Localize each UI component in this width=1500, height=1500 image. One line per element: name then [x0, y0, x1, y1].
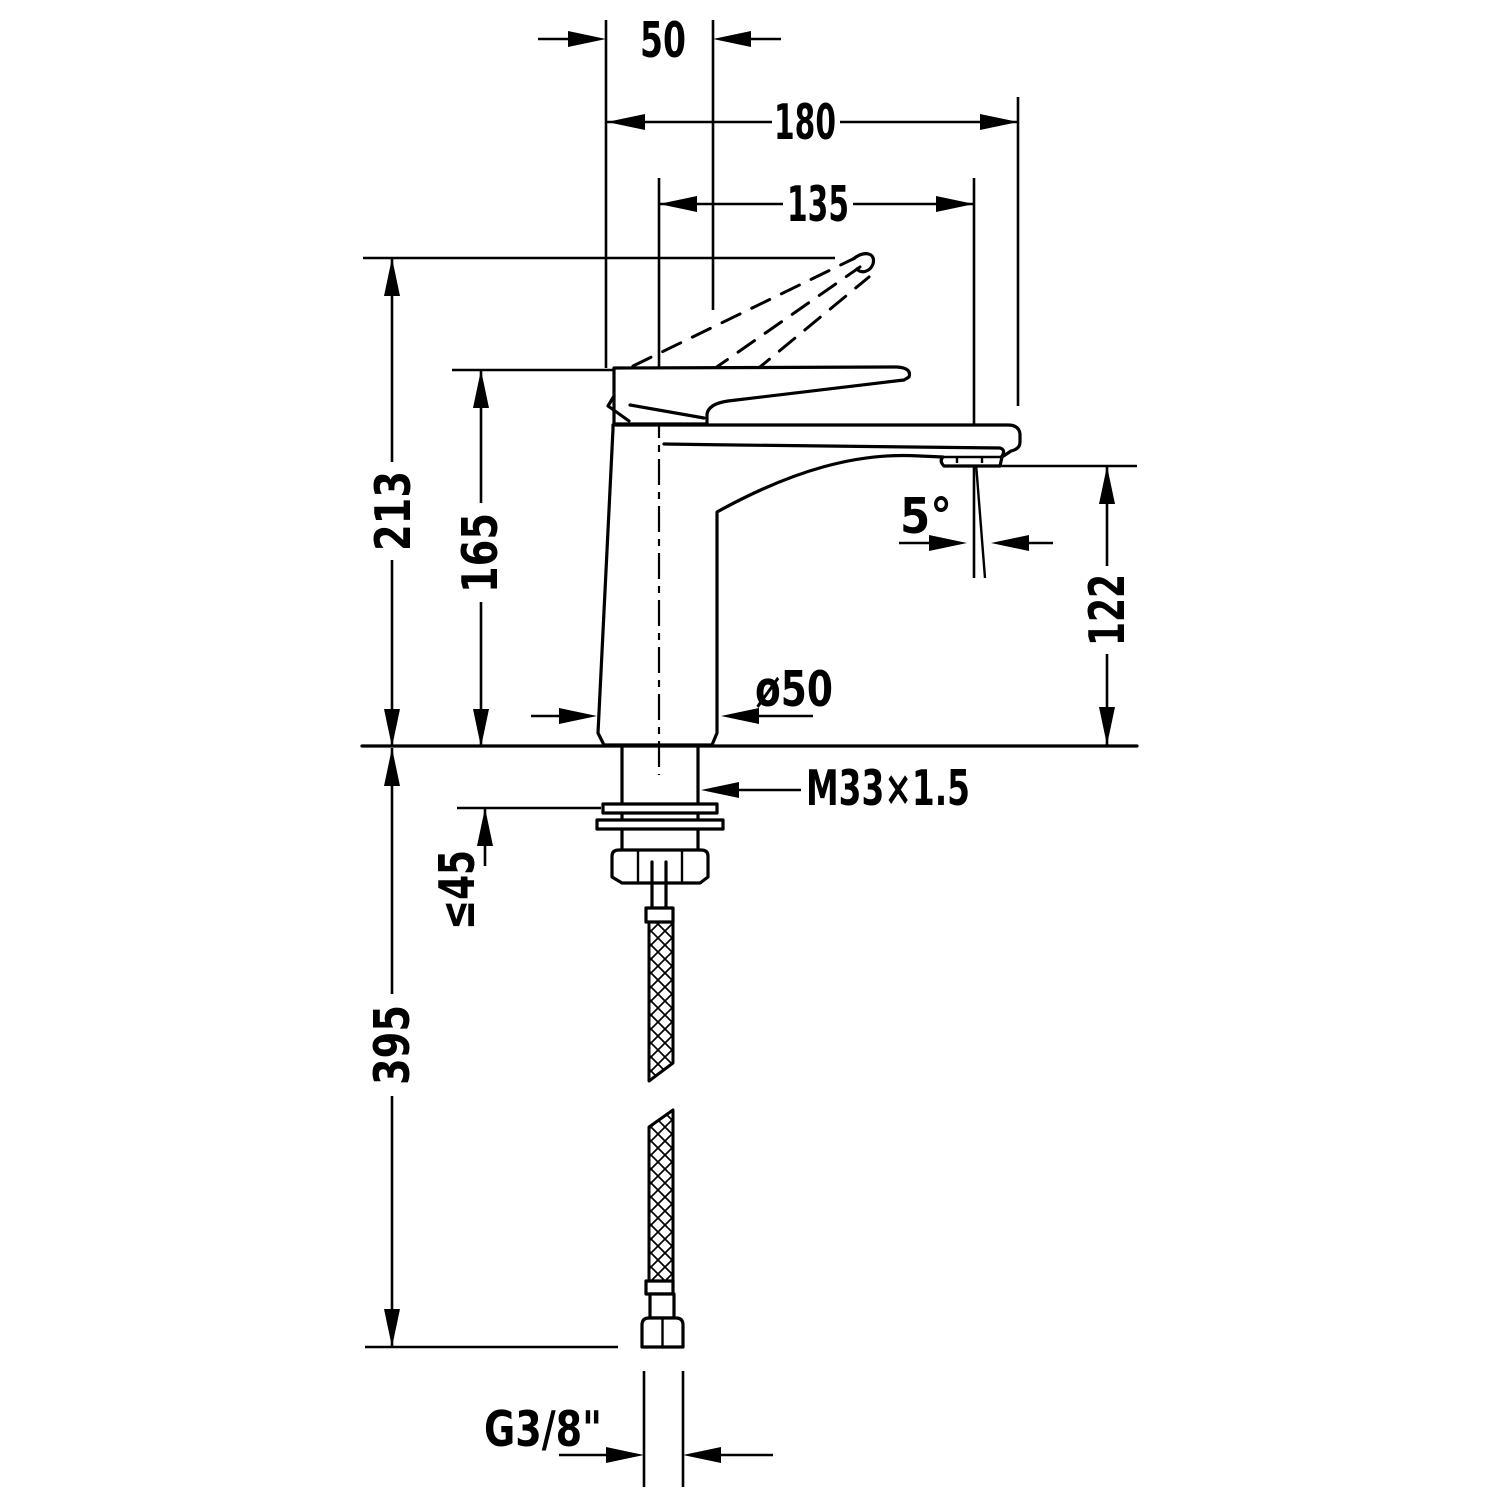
dim-122-label: 122 [1079, 574, 1136, 646]
supply-hose-lower [647, 1108, 675, 1283]
dim-5deg-label: 5° [900, 488, 952, 545]
lever-handle [612, 365, 912, 426]
dim-213-label: 213 [365, 471, 422, 551]
hose-neck [648, 1292, 676, 1320]
head-front-notch [606, 394, 631, 423]
dim-m33-label: M33×1.5 [806, 760, 970, 817]
extension-lines [363, 20, 1137, 1487]
faucet [360, 365, 1139, 1349]
dim-135-label: 135 [787, 176, 849, 233]
hose-collar-bottom [644, 1279, 675, 1296]
washer-lower [595, 818, 725, 831]
supply-hose-upper [647, 920, 675, 1083]
supply-pipe-stem [650, 860, 668, 910]
dim-395-label: 395 [364, 1005, 421, 1085]
mounting-nut [610, 848, 710, 885]
faucet-body [596, 423, 1022, 747]
spout-inner-edge [662, 442, 1006, 458]
dim-165-label: 165 [452, 513, 509, 593]
dim-180-label: 180 [774, 94, 836, 151]
hose-collar-top [644, 906, 675, 924]
dimension-labels: 50 180 135 213 165 122 5° ø50 M33×1.5 ≤4… [364, 12, 1136, 1458]
head-shoulder [628, 403, 706, 420]
dim-dia50-label: ø50 [755, 661, 833, 718]
aerator-icon [943, 455, 1002, 463]
dimension-lines [384, 31, 1115, 1463]
dim-g38-label: G3/8" [484, 1401, 602, 1458]
washer-upper [601, 802, 719, 815]
dim-45-label: ≤45 [429, 850, 486, 930]
lever-tip-hook [851, 252, 876, 274]
mounting-shank [620, 745, 700, 852]
dim-50-label: 50 [640, 12, 686, 69]
